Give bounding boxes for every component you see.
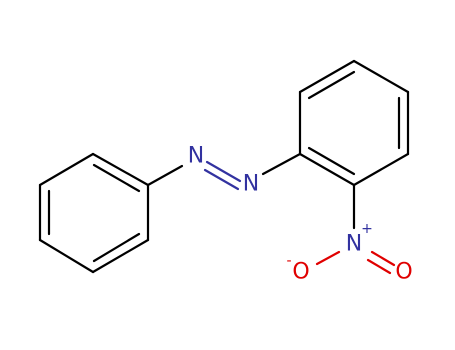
bond [261,152,302,176]
bond [38,152,95,187]
positive-charge-label: + [361,221,373,237]
double-bond-inner [307,70,356,100]
azo-linkage: N N [146,144,302,197]
phenyl-ring-right [298,59,410,187]
nitrogen-atom-label: N [188,144,204,169]
oxygen-atom-label: O [395,260,412,285]
n-o-bond [315,250,341,266]
double-bond-inner [92,232,141,263]
nitro-group: N + O - O [286,183,413,285]
bond [91,238,150,274]
nitrogen-atom-label: N [346,232,362,257]
bond [352,152,410,187]
oxygen-atom-label: O [292,260,309,285]
nitrogen-atom-label: N [243,172,259,197]
azo-double-bond [205,160,242,183]
bond [38,238,95,274]
azo-double-bond [203,168,240,191]
bond [91,152,150,187]
n-o-double-bond [366,258,392,275]
phenyl-ring-left [38,152,150,274]
bond [298,59,356,94]
n-o-double-bond [370,250,396,267]
bond [146,164,184,187]
double-bond-inner [307,146,356,176]
double-bond-inner [92,163,141,193]
negative-charge-label: - [286,253,291,269]
bond [298,152,356,187]
bond [352,59,410,94]
